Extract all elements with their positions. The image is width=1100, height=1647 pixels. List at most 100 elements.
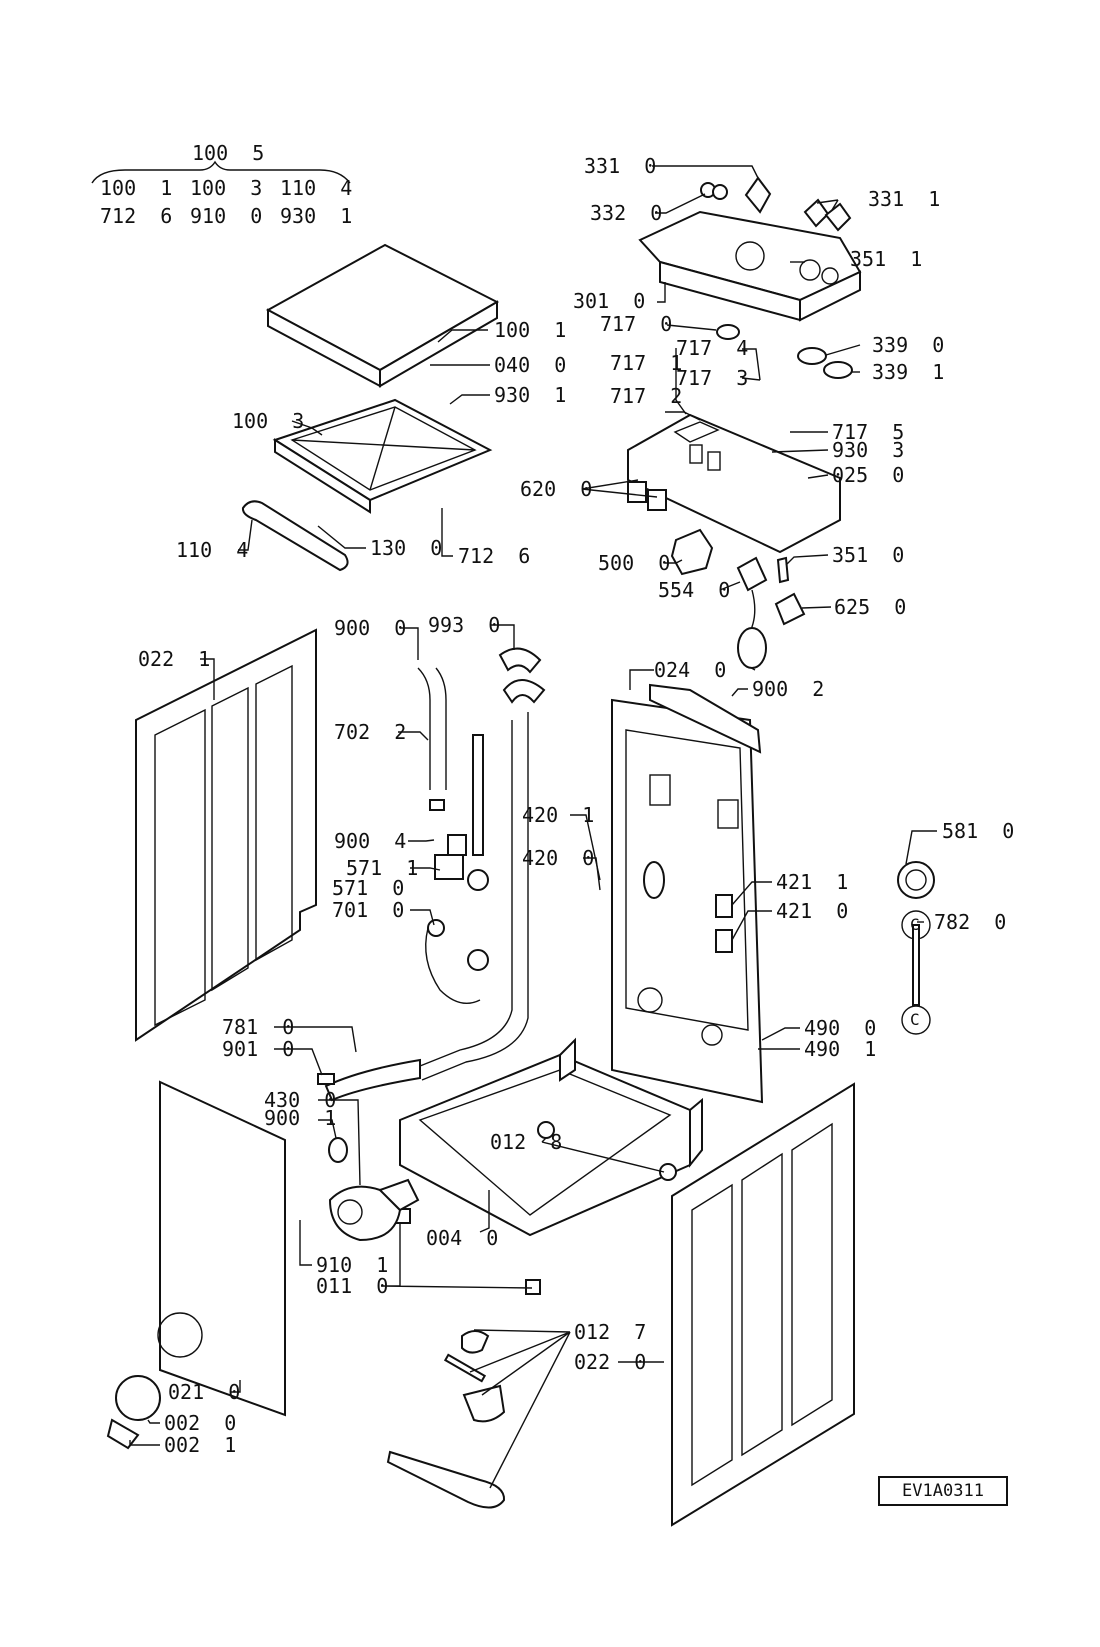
hose-clip-part — [498, 647, 542, 674]
hose-elbow-part — [502, 679, 546, 704]
part-callout: 420 0 — [522, 846, 595, 870]
part-callout: 011 0 — [316, 1274, 389, 1298]
part-callout: 625 0 — [834, 595, 907, 619]
fuse-part — [776, 556, 790, 584]
part-callout: 430 0 — [264, 1088, 337, 1112]
hinge-bracket-part — [462, 1384, 506, 1423]
pump-hose-part — [324, 1058, 421, 1102]
part-callout: 002 0 — [164, 1411, 237, 1435]
part-callout: 339 1 — [872, 360, 945, 384]
pressure-tube-part — [472, 734, 484, 856]
part-callout: 701 0 — [332, 898, 405, 922]
door-lock-part — [736, 556, 768, 592]
rear-panel-part — [611, 683, 764, 1104]
part-callout: 339 0 — [872, 333, 945, 357]
part-callout: 717 2 — [610, 384, 683, 408]
part-callout: 930 1 — [494, 383, 567, 407]
hose-clamp-part — [427, 919, 445, 937]
part-callout: 702 2 — [334, 720, 407, 744]
part-callout: 331 1 — [868, 187, 941, 211]
part-callout: 712 6 — [458, 544, 531, 568]
bottom-hose-part — [425, 927, 481, 1004]
part-callout: 022 1 — [138, 647, 211, 671]
front-panel-part — [157, 1080, 286, 1417]
drain-hose-part — [419, 712, 529, 1081]
lid-frame-part — [272, 398, 493, 514]
part-callout: 421 1 — [776, 870, 849, 894]
pulley-part — [897, 861, 935, 899]
part-callout: 571 1 — [346, 856, 419, 880]
relay-part-2 — [647, 489, 667, 511]
control-panel-part — [638, 210, 862, 322]
part-callout: 620 0 — [520, 477, 593, 501]
header-group-item: 100 3 — [190, 176, 263, 200]
filter-part — [670, 528, 714, 576]
connector-c-circle-2 — [901, 1005, 931, 1035]
part-callout: 717 3 — [676, 366, 749, 390]
part-callout: 717 5 — [832, 420, 905, 444]
part-callout: 490 0 — [804, 1016, 877, 1040]
relay-part — [627, 481, 647, 503]
part-callout: 022 0 — [574, 1350, 647, 1374]
knob-right-part-2 — [824, 202, 852, 232]
hinge-part — [461, 1330, 490, 1354]
part-callout: 025 0 — [832, 463, 905, 487]
part-callout: 301 0 — [573, 289, 646, 313]
header-group-item: 930 1 — [280, 204, 353, 228]
knob-small-part-2 — [712, 184, 728, 200]
header-brace — [91, 160, 351, 184]
part-callout: 332 0 — [590, 201, 663, 225]
hinge-pin-part — [443, 1353, 487, 1383]
handle-part — [241, 500, 349, 572]
part-callout: 331 0 — [584, 154, 657, 178]
part-callout: 782 0 — [934, 910, 1007, 934]
pressure-chamber-part — [467, 869, 489, 891]
part-callout: 571 0 — [332, 876, 405, 900]
part-callout: 581 0 — [942, 819, 1015, 843]
part-callout: 002 1 — [164, 1433, 237, 1457]
header-group-item: 910 0 — [190, 204, 263, 228]
valve-coil-part — [447, 834, 467, 856]
part-callout: 901 0 — [222, 1037, 295, 1061]
part-callout: 900 0 — [334, 616, 407, 640]
part-callout: 004 0 — [426, 1226, 499, 1250]
part-callout: 351 0 — [832, 543, 905, 567]
selector-knob-part — [744, 176, 772, 214]
button-cap-part-2 — [823, 361, 853, 379]
part-callout: 012 8 — [490, 1130, 563, 1154]
pressure-chamber-part-2 — [467, 949, 489, 971]
top-cover-part — [265, 243, 500, 388]
part-callout: 910 1 — [316, 1253, 389, 1277]
part-callout: 100 3 — [232, 409, 305, 433]
foot-part-4 — [525, 1279, 541, 1295]
clamp-part — [429, 799, 445, 811]
switch-part — [774, 592, 806, 626]
part-callout: 900 2 — [752, 677, 825, 701]
connector-c-mark: C — [910, 915, 920, 934]
part-callout: 420 1 — [522, 803, 595, 827]
flap-clip-part — [106, 1418, 140, 1450]
right-side-panel-part — [671, 1082, 855, 1527]
electronic-board-part — [627, 413, 841, 554]
hinge-arm-part — [386, 1450, 506, 1509]
part-callout: 012 7 — [574, 1320, 647, 1344]
knob-right-part — [803, 198, 830, 228]
inlet-hose-part — [417, 667, 447, 790]
part-callout: 930 3 — [832, 438, 905, 462]
header-group-top: 100 5 — [192, 141, 265, 165]
service-flap-part — [115, 1375, 161, 1421]
part-callout: 717 1 — [610, 351, 683, 375]
part-callout: 781 0 — [222, 1015, 295, 1039]
part-callout: 490 1 — [804, 1037, 877, 1061]
part-callout: 100 1 — [494, 318, 567, 342]
part-callout: 040 0 — [494, 353, 567, 377]
header-group-item: 712 6 — [100, 204, 173, 228]
part-callout: 993 0 — [428, 613, 501, 637]
part-callout: 421 0 — [776, 899, 849, 923]
part-callout: 900 4 — [334, 829, 407, 853]
pump-filter-part — [328, 1137, 348, 1163]
leader-lines — [129, 165, 937, 1489]
wire-coil-part — [737, 627, 767, 669]
